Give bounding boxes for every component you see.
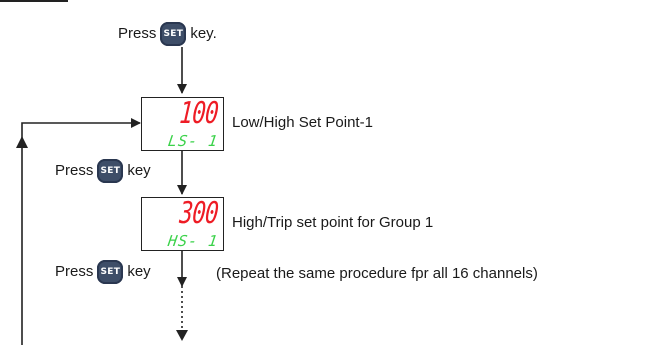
start-instruction: Press SET key.	[118, 22, 217, 46]
repeat-note: (Repeat the same procedure fpr all 16 ch…	[216, 265, 538, 282]
top-rule	[0, 0, 68, 2]
press-2-text: Press	[55, 263, 94, 280]
press-1-suffix: key	[127, 162, 151, 179]
display-1-value: 100	[178, 96, 220, 131]
set-key-icon: SET	[160, 22, 187, 46]
press-1-text: Press	[55, 162, 94, 179]
display-2-code: HS- 1	[166, 232, 220, 250]
display-1-description: Low/High Set Point-1	[232, 114, 373, 131]
press-2-suffix: key	[127, 263, 151, 280]
display-2: 300 HS- 1	[141, 196, 224, 251]
loop-up-arrowhead	[16, 136, 28, 148]
display-1-code: LS- 1	[166, 132, 220, 150]
display-1: 100 LS- 1	[141, 96, 224, 151]
press-instruction-1: Press SET key	[55, 159, 151, 183]
set-key-icon: SET	[97, 260, 124, 284]
arrow-return-tip	[176, 330, 188, 341]
display-2-description: High/Trip set point for Group 1	[232, 214, 434, 231]
loop-back-line	[21, 118, 141, 345]
start-press-text: Press	[118, 25, 157, 42]
set-key-icon: SET	[97, 159, 124, 183]
display-2-value: 300	[178, 196, 220, 231]
start-key-suffix: key.	[190, 25, 217, 42]
press-instruction-2: Press SET key	[55, 260, 151, 284]
